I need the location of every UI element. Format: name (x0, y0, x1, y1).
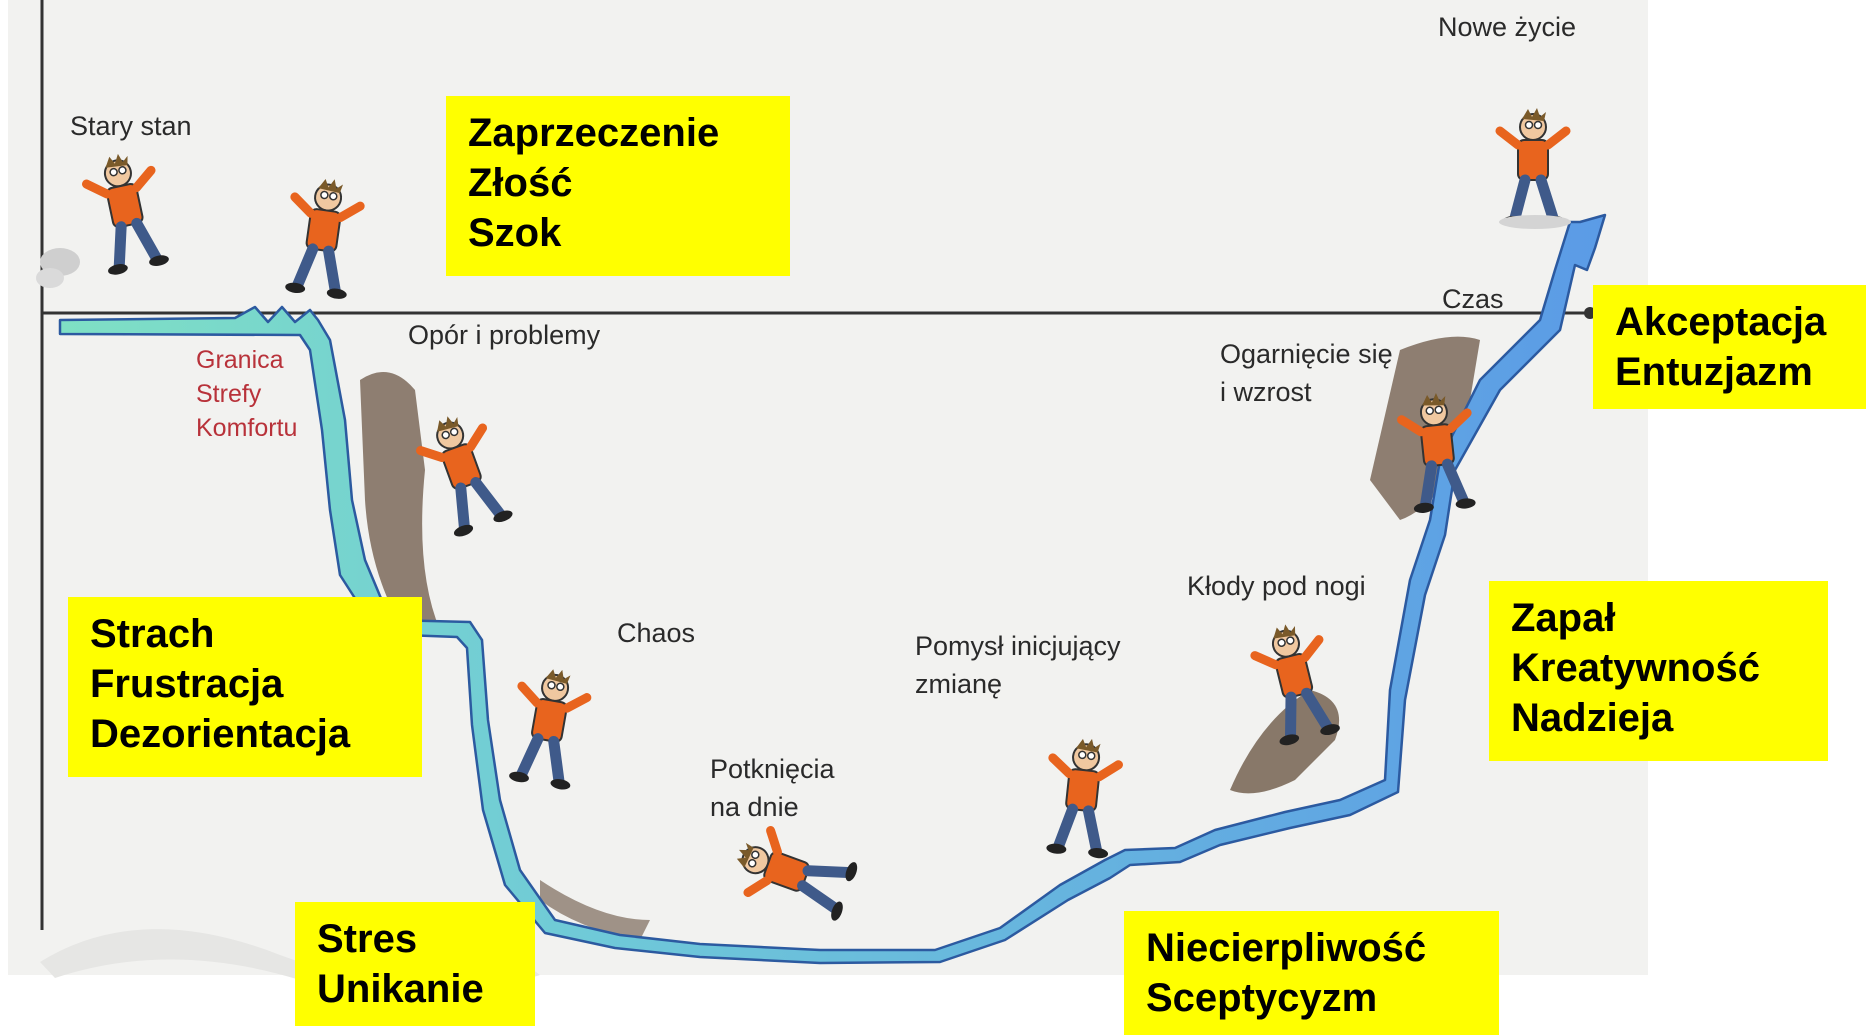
label-obstacles: Kłody pod nogi (1187, 567, 1366, 605)
label-resistance: Opór i problemy (408, 316, 600, 354)
emotion-box-impatience: Niecierpliwość Sceptycyzm (1124, 911, 1499, 1035)
label-old-state: Stary stan (70, 107, 192, 145)
emotion-box-zeal: Zapał Kreatywność Nadzieja (1489, 581, 1828, 761)
change-curve-arrow (60, 215, 1605, 963)
label-stumbles: Potknięcia na dnie (710, 750, 835, 826)
emotion-box-fear: Strach Frustracja Dezorientacja (68, 597, 422, 777)
label-comfort-zone: Granica Strefy Komfortu (196, 343, 297, 445)
emotion-box-stress: Stres Unikanie (295, 902, 535, 1026)
emotion-box-acceptance: Akceptacja Entuzjazm (1593, 285, 1866, 409)
emotion-box-shock: Zaprzeczenie Złość Szok (446, 96, 790, 276)
label-idea: Pomysł inicjujący zmianę (915, 627, 1121, 703)
label-growth: Ogarnięcie się i wzrost (1220, 335, 1393, 411)
label-chaos: Chaos (617, 614, 695, 652)
label-time: Czas (1442, 280, 1504, 318)
label-new-life: Nowe życie (1438, 8, 1576, 46)
